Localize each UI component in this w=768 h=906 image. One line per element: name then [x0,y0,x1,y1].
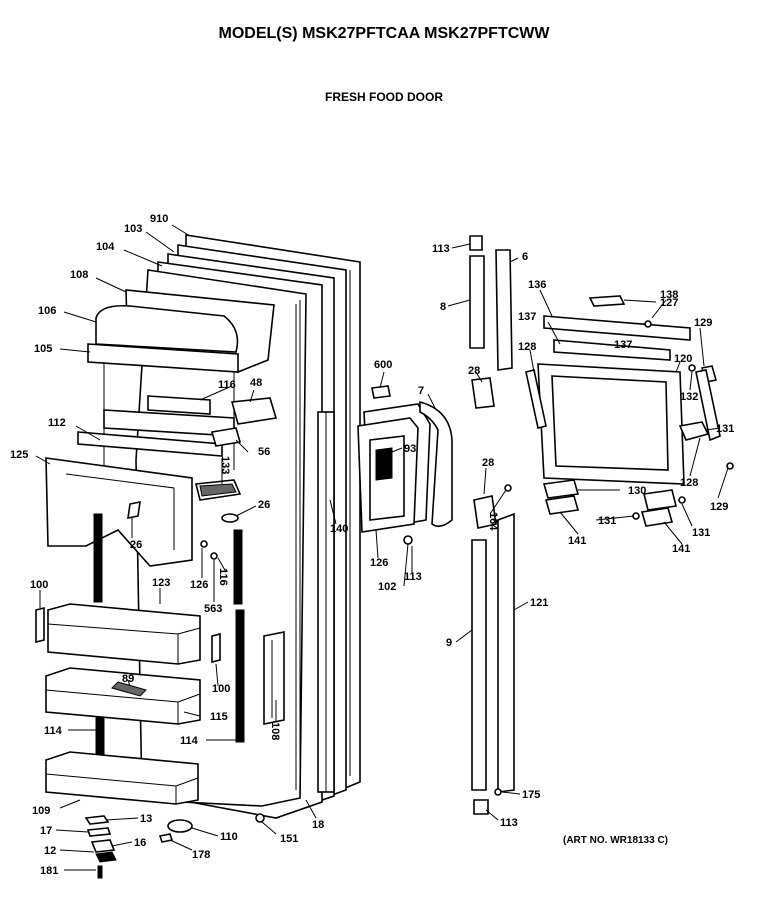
callout-132: 132 [680,391,698,403]
callout-126b: 126 [370,557,388,569]
callout-136: 136 [528,279,546,291]
callout-113b: 113 [432,243,450,255]
shelf-115 [45,667,201,725]
callout-131a: 131 [716,423,734,435]
callout-114b: 114 [180,735,199,747]
callout-28a: 28 [468,365,480,377]
callout-127: 127 [660,297,678,309]
callout-6: 6 [522,251,528,263]
callout-106: 106 [38,305,56,317]
callout-26b: 26 [130,539,142,551]
callout-116b: 116 [217,568,229,586]
control-module [195,479,242,501]
callout-133: 133 [219,456,231,474]
section-title: FRESH FOOD DOOR [324,90,443,104]
callout-16: 16 [134,837,146,849]
door-handle-trims [469,235,515,815]
callout-131c: 131 [692,527,710,539]
callout-129b: 129 [710,501,728,513]
callout-128b: 128 [680,477,698,489]
callout-9: 9 [446,637,452,649]
callout-138: 138 [660,289,678,301]
callout-8: 8 [440,301,446,313]
callout-175: 175 [522,789,540,801]
callout-116: 116 [218,379,236,391]
callout-141b: 141 [672,543,690,555]
callout-110: 110 [220,831,238,843]
callout-181: 181 [40,865,58,877]
callout-131b: 131 [598,515,616,527]
callout-26a: 26 [258,499,270,511]
dispenser-cover [45,457,193,567]
callout-18: 18 [312,819,324,831]
callout-56: 56 [258,446,270,458]
callout-121: 121 [530,597,548,609]
callout-12: 12 [44,845,56,857]
callout-108b: 108 [269,722,281,740]
callout-600: 600 [374,359,392,371]
callout-910: 910 [150,213,168,225]
callout-112: 112 [48,417,66,429]
callout-178: 178 [192,849,210,861]
model-title: MODEL(S) MSK27PFTCAA MSK27PFTCWW [218,25,550,42]
door-gasket [317,411,335,793]
callout-93: 93 [404,443,416,455]
callout-113a: 113 [404,571,422,583]
ice-door-assembly [525,295,734,527]
shelf-strip-112 [77,431,223,457]
callout-125: 125 [10,449,28,461]
callout-113c: 113 [500,817,518,829]
callout-114a: 114 [44,725,63,737]
callout-151: 151 [280,833,298,845]
fasteners [35,500,239,664]
callout-141a: 141 [568,535,586,547]
callout-102: 102 [378,581,396,593]
callout-100a: 100 [30,579,48,591]
callout-129a: 129 [694,317,712,329]
callout-89: 89 [122,673,134,685]
switch-module [210,397,278,447]
liner-rails [93,513,285,759]
callout-48: 48 [250,377,262,389]
dispenser-door-assembly [357,385,453,545]
callout-128a: 128 [518,341,536,353]
shelf-109 [45,751,199,805]
callout-labels: 910 103 104 108 106 105 116 48 112 56 12… [10,213,734,877]
callout-115: 115 [210,711,228,723]
dispenser-housing [87,289,275,470]
callout-104: 104 [96,241,115,253]
callout-140: 140 [330,523,348,535]
callout-28b: 28 [482,457,494,469]
leader-lines [35,224,729,871]
callout-109: 109 [32,805,50,817]
callout-7: 7 [418,385,424,397]
callout-120: 120 [674,353,692,365]
callout-100b: 100 [212,683,230,695]
callout-126a: 126 [190,579,208,591]
callout-17: 17 [40,825,52,837]
callout-130: 130 [628,485,646,497]
callout-108: 108 [70,269,88,281]
callout-123: 123 [152,577,170,589]
callout-563: 563 [204,603,222,615]
callout-105: 105 [34,343,52,355]
callout-137b: 137 [614,339,632,351]
hinge-small-parts [84,813,265,879]
shelf-123 [47,603,201,665]
callout-137: 137 [518,311,536,323]
callout-13: 13 [140,813,152,825]
art-number: (ART NO. WR18133 C) [563,835,669,846]
callout-103: 103 [124,223,142,235]
callout-164: 164 [487,512,499,531]
